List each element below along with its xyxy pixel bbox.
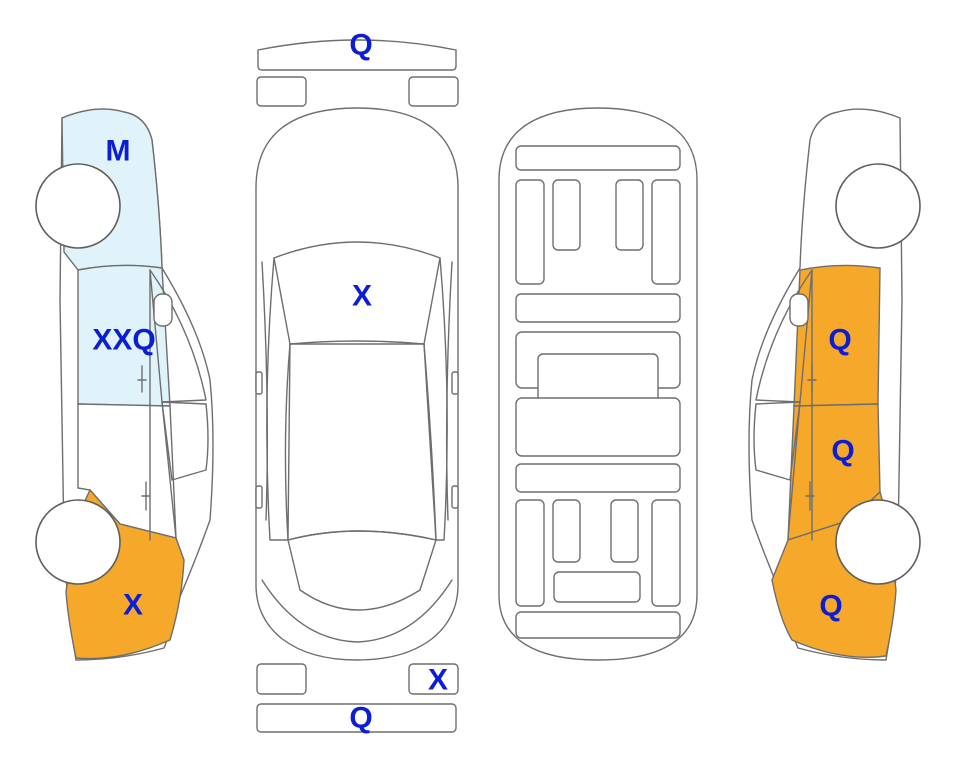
right-front-door-zone[interactable] — [793, 264, 881, 407]
damage-labels: Q X X Q M XXQ X Q Q Q — [92, 29, 854, 735]
right-front-door-label: Q — [828, 324, 851, 357]
left-front-door-label: XXQ — [92, 324, 155, 357]
left-front-wheel[interactable] — [35, 163, 121, 249]
car-top-body — [255, 107, 459, 661]
hood-label: X — [352, 280, 372, 313]
right-front-wheel[interactable] — [835, 163, 921, 249]
rear-window — [287, 530, 437, 611]
car-top-view — [255, 39, 459, 733]
car-left-side-view — [35, 108, 214, 661]
front-bumper-label: Q — [349, 29, 372, 62]
rear-left-light[interactable] — [256, 663, 307, 695]
rear-bumper-label: Q — [349, 702, 372, 735]
left-front-fender-label: M — [106, 135, 131, 168]
rear-right-light-label: X — [428, 664, 448, 697]
front-left-light[interactable] — [256, 76, 307, 107]
front-bumper-zone[interactable] — [257, 39, 457, 71]
car-right-side-view — [748, 108, 921, 661]
right-rear-quarter-label: Q — [819, 590, 842, 623]
front-right-light[interactable] — [408, 76, 459, 107]
left-rear-quarter-label: X — [123, 589, 143, 622]
right-rear-wheel[interactable] — [835, 499, 921, 585]
rear-right-light-zone[interactable] — [408, 663, 459, 695]
left-rear-wheel[interactable] — [35, 499, 121, 585]
rear-bumper-zone[interactable] — [256, 703, 457, 733]
left-front-door-zone[interactable] — [77, 264, 171, 407]
right-rear-door-label: Q — [831, 435, 854, 468]
car-underbody-view — [498, 107, 698, 661]
